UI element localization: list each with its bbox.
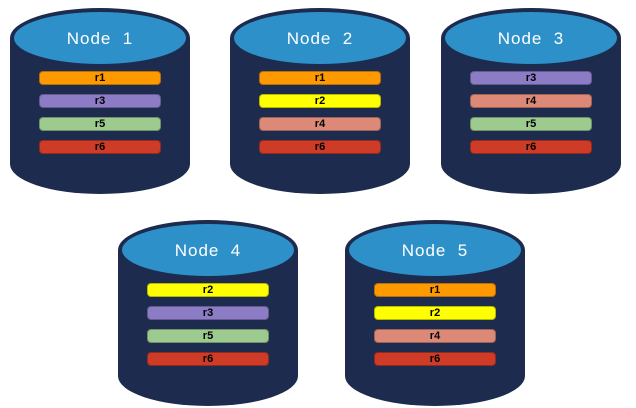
replica-label: r5 [94,117,106,130]
replica-label: r1 [429,283,441,296]
replica-label: r6 [202,352,214,365]
database-node-3: Node 3 r3 r4 r5 r6 [441,8,621,194]
replica-bar-r4: r4 [470,94,592,108]
replica-bar-r6: r6 [39,140,161,154]
replica-list: r2 r3 r5 r6 [118,283,298,366]
replica-bar-r6: r6 [147,352,269,366]
replica-label: r3 [202,306,214,319]
replica-label: r1 [94,71,106,84]
replica-bar-r6: r6 [470,140,592,154]
replica-label: r6 [314,140,326,153]
replica-bar-r3: r3 [470,71,592,85]
replica-label: r6 [429,352,441,365]
replica-bar-r6: r6 [259,140,381,154]
replica-label: r6 [525,140,537,153]
replica-bar-r5: r5 [147,329,269,343]
replica-label: r1 [314,71,326,84]
database-cylinder-top: Node 5 [345,220,525,280]
node-label: Node 4 [174,241,242,260]
replica-label: r4 [429,329,441,342]
node-label: Node 2 [286,29,354,48]
node-label: Node 1 [66,29,134,48]
replica-label: r3 [525,71,537,84]
replica-list: r3 r4 r5 r6 [441,71,621,154]
replica-bar-r5: r5 [470,117,592,131]
replica-list: r1 r2 r4 r6 [230,71,410,154]
replica-bar-r2: r2 [259,94,381,108]
database-node-4: Node 4 r2 r3 r5 r6 [118,220,298,406]
database-cylinder-top: Node 1 [10,8,190,68]
replica-bar-r3: r3 [147,306,269,320]
database-cylinder-top: Node 4 [118,220,298,280]
replica-label: r2 [314,94,326,107]
replica-label: r5 [525,117,537,130]
database-cylinder-top: Node 2 [230,8,410,68]
database-node-2: Node 2 r1 r2 r4 r6 [230,8,410,194]
replica-bar-r2: r2 [147,283,269,297]
replica-list: r1 r2 r4 r6 [345,283,525,366]
replica-bar-r4: r4 [374,329,496,343]
node-label: Node 5 [401,241,469,260]
database-cylinder-top: Node 3 [441,8,621,68]
database-node-1: Node 1 r1 r3 r5 r6 [10,8,190,194]
replica-label: r4 [525,94,537,107]
replica-bar-r1: r1 [39,71,161,85]
replica-bar-r2: r2 [374,306,496,320]
replica-bar-r1: r1 [374,283,496,297]
replica-label: r6 [94,140,106,153]
replica-label: r5 [202,329,214,342]
replica-label: r4 [314,117,326,130]
replica-bar-r3: r3 [39,94,161,108]
replica-label: r3 [94,94,106,107]
replica-bar-r1: r1 [259,71,381,85]
replica-bar-r5: r5 [39,117,161,131]
database-node-5: Node 5 r1 r2 r4 r6 [345,220,525,406]
replica-bar-r6: r6 [374,352,496,366]
replica-label: r2 [202,283,214,296]
replica-label: r2 [429,306,441,319]
node-label: Node 3 [497,29,565,48]
replica-bar-r4: r4 [259,117,381,131]
replica-list: r1 r3 r5 r6 [10,71,190,154]
